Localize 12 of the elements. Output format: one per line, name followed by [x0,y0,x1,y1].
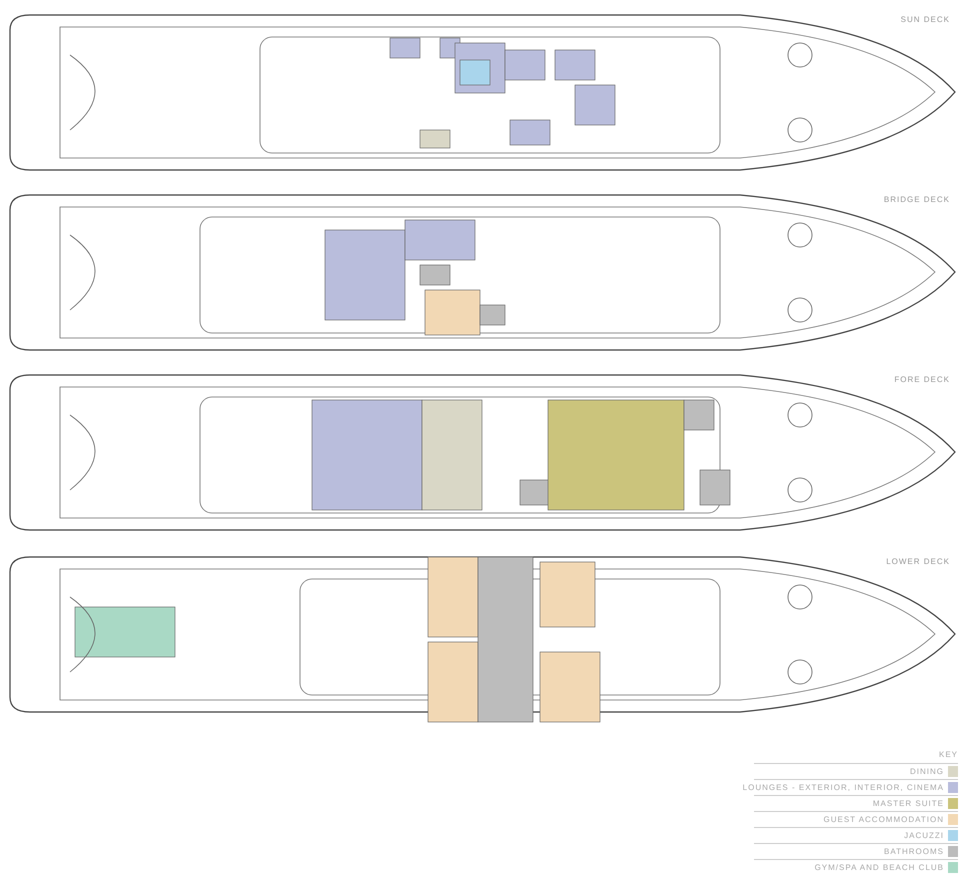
deck-title: FORE DECK [894,375,950,384]
deck-title: SUN DECK [900,15,950,24]
legend-label: GUEST ACCOMMODATION [824,815,944,824]
deck-title: LOWER DECK [886,557,950,566]
deck-title: BRIDGE DECK [884,195,950,204]
legend-label: MASTER SUITE [872,799,944,808]
key-heading: KEY [938,750,958,761]
legend-label: GYM/SPA AND BEACH CLUB [814,863,944,872]
legend-label: LOUNGES - EXTERIOR, INTERIOR, CINEMA [742,783,944,792]
legend-label: DINING [910,767,944,776]
legend-label: BATHROOMS [884,847,944,856]
legend-label: JACUZZI [904,831,944,840]
